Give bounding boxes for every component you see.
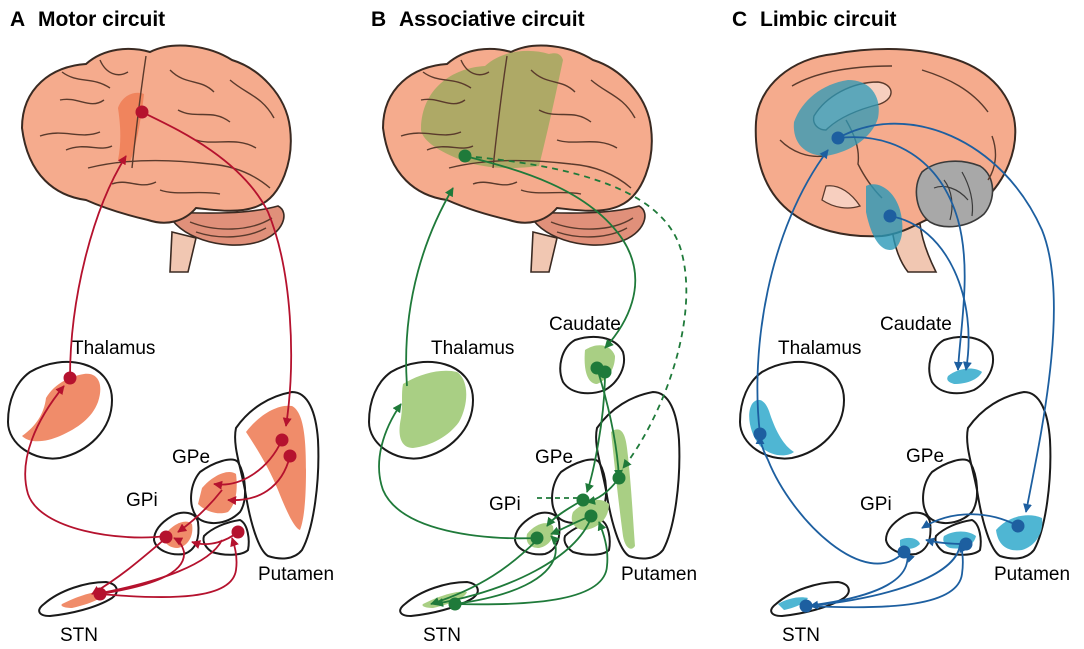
stn [38, 581, 118, 617]
gpe [190, 458, 246, 524]
gpe [922, 458, 978, 524]
pathway-nodes [753, 131, 1025, 613]
panel-letter: B [371, 8, 386, 31]
label-gpi: GPi [126, 490, 158, 511]
label-stn: STN [782, 625, 820, 646]
label-putamen: Putamen [621, 564, 697, 585]
label-thalamus: Thalamus [431, 338, 514, 359]
panel-title: Motor circuit [38, 8, 165, 31]
label-caudate: Caudate [549, 314, 621, 335]
stn [399, 581, 479, 617]
panel-letter: C [732, 8, 747, 31]
caudate [928, 335, 994, 395]
putamen [202, 391, 320, 560]
panel-title: Limbic circuit [760, 8, 897, 31]
pathway-nodes [448, 149, 626, 611]
panel-title: Associative circuit [399, 8, 585, 31]
thalamus [7, 360, 113, 460]
label-gpi: GPi [489, 494, 521, 515]
panel-limbic: C Limbic circuit [732, 8, 1070, 646]
putamen [934, 391, 1052, 560]
label-stn: STN [60, 625, 98, 646]
label-gpe: GPe [906, 446, 944, 467]
label-putamen: Putamen [258, 564, 334, 585]
label-thalamus: Thalamus [778, 338, 861, 359]
label-caudate: Caudate [880, 314, 952, 335]
label-putamen: Putamen [994, 564, 1070, 585]
label-gpe: GPe [535, 447, 573, 468]
pathway-nodes [63, 105, 297, 601]
limbic-pathways [755, 122, 1055, 610]
panel-associative: B Associative circuit [368, 8, 697, 646]
thalamus [368, 360, 474, 460]
label-thalamus: Thalamus [72, 338, 155, 359]
brain-lateral-view [20, 44, 292, 273]
label-gpi: GPi [860, 494, 892, 515]
panel-motor: A Motor circuit [7, 8, 334, 646]
label-stn: STN [423, 625, 461, 646]
brain-medial-view [754, 48, 1017, 273]
thalamus [739, 360, 845, 460]
stn [770, 581, 850, 617]
panel-letter: A [10, 8, 25, 31]
label-gpe: GPe [172, 447, 210, 468]
brain-lateral-view [381, 44, 653, 273]
